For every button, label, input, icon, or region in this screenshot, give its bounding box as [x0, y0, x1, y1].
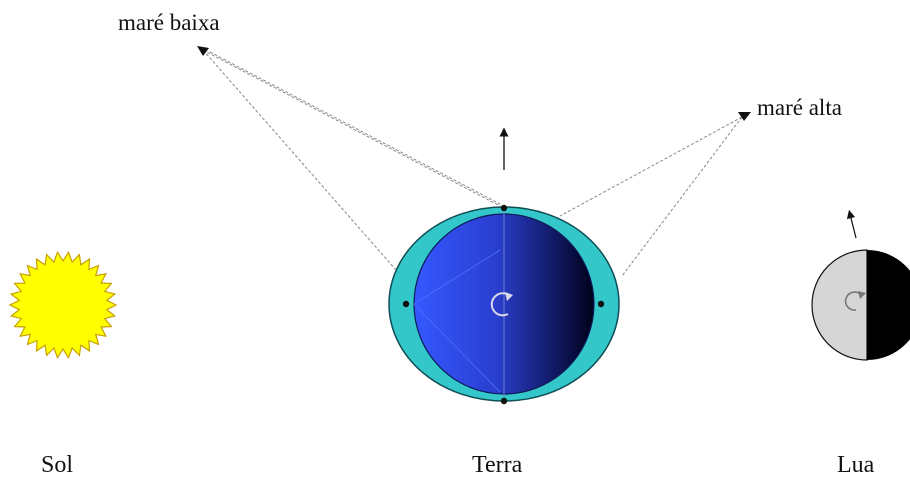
low-tide-label: maré baixa — [118, 10, 220, 35]
earth-inner-line — [413, 303, 501, 393]
earth-label: Terra — [472, 452, 523, 478]
moon-rotation-icon — [844, 291, 863, 311]
moon-label: Lua — [837, 452, 875, 478]
earth-rotation-arrowhead — [505, 292, 513, 301]
high-tide-guide-lines — [559, 116, 743, 277]
high-tide-arrowhead — [738, 112, 751, 121]
tide-dot-left — [402, 300, 410, 308]
high-tide-label: maré alta — [757, 95, 842, 120]
low-tide-guide-lines — [202, 49, 501, 271]
moon-motion-arrow — [846, 209, 857, 239]
tide-dot-bottom — [500, 397, 508, 405]
low-tide-arrowhead — [197, 46, 209, 56]
sun-shape — [8, 250, 118, 360]
earth-inner-line — [413, 249, 501, 305]
moon-body — [811, 249, 910, 361]
sun-label: Sol — [41, 452, 74, 478]
tide-dot-right — [597, 300, 605, 308]
moon-rotation-arrowhead — [858, 291, 866, 299]
tide-dot-top — [500, 204, 508, 212]
earth-rotation-icon — [490, 292, 511, 317]
